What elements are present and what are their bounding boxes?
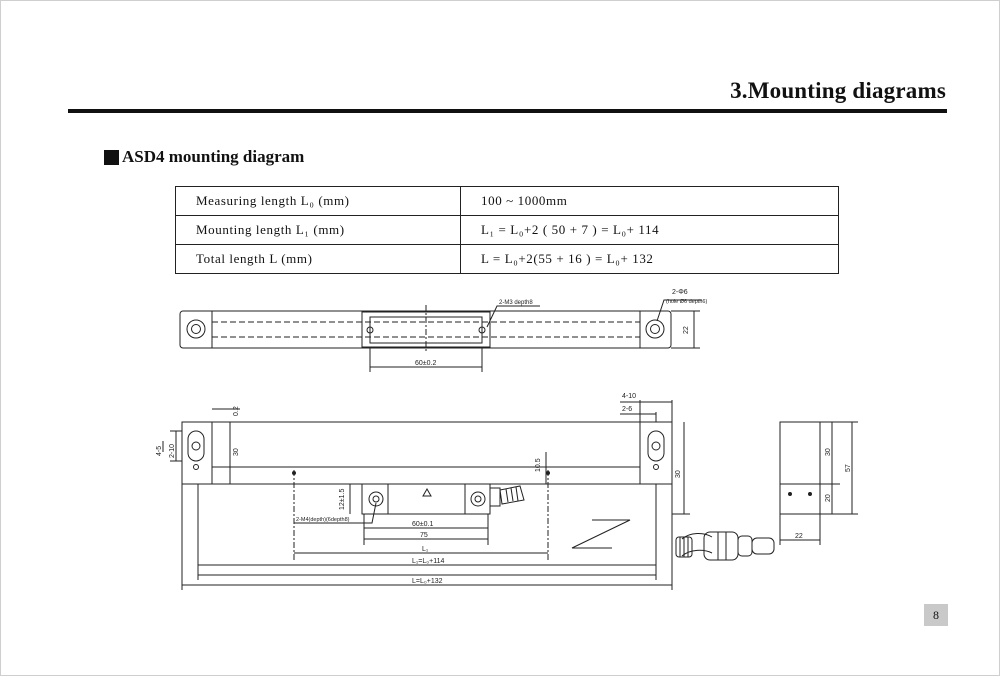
dim-label: 75	[420, 532, 428, 539]
title-rule	[68, 109, 947, 113]
table-row: Total length L (mm) L = L₀+2(55 + 16 ) =…	[175, 244, 839, 274]
dim-label: 22	[683, 326, 690, 334]
square-icon	[104, 149, 119, 165]
spec-label: Measuring length L₀ (mm)	[175, 186, 461, 216]
dim-label: 2-M4(depth)(6depth8)	[296, 517, 350, 523]
dim-label: 4-5	[156, 446, 163, 456]
side-view	[779, 421, 858, 545]
dim-label: 30	[825, 448, 832, 456]
spec-label: Mounting length L₁ (mm)	[175, 215, 461, 245]
dim-label: 57	[845, 464, 852, 472]
dim-label: 2-10	[169, 444, 176, 458]
dim-label: 20	[825, 494, 832, 502]
dim-label: 60±0.1	[412, 521, 433, 528]
dim-label: 0.2	[233, 406, 240, 416]
dim-label: L₁	[422, 546, 429, 553]
top-view	[179, 299, 702, 372]
spec-label: Total length L (mm)	[175, 244, 461, 274]
dim-label: 2-M3 depth8	[499, 300, 533, 306]
scale-body	[181, 421, 673, 485]
mount-hole	[645, 319, 665, 339]
dim-label: 2-Φ6	[672, 289, 688, 296]
slot-hole	[647, 430, 665, 462]
table-row: Measuring length L₀ (mm) 100 ~ 1000mm	[175, 186, 839, 216]
slot-hole	[187, 430, 205, 462]
specs-table: Measuring length L₀ (mm) 100 ~ 1000mm Mo…	[175, 186, 839, 274]
dim-label: L₁=L₀+114	[412, 558, 444, 565]
table-row: Mounting length L₁ (mm) L₁ = L₀+2 ( 50 +…	[175, 215, 839, 245]
dim-label: L=L₀+132	[412, 578, 443, 585]
section-heading: ASD4 mounting diagram	[104, 147, 304, 167]
dim-label: (hole Ø6 depth6)	[666, 299, 707, 305]
front-view	[162, 400, 690, 590]
dim-label: 12±1.5	[339, 489, 346, 510]
dim-label: 22	[795, 533, 803, 540]
dim-label: 2-6	[622, 406, 632, 413]
spec-value: L = L₀+2(55 + 16 ) = L₀+ 132	[460, 244, 839, 274]
page-number: 8	[924, 604, 948, 626]
dim-label: 60±0.2	[415, 360, 436, 367]
section-title: ASD4 mounting diagram	[122, 147, 305, 166]
spec-value: L₁ = L₀+2 ( 50 + 7 ) = L₀+ 114	[460, 215, 839, 245]
dim-label: 10.5	[535, 458, 542, 472]
dim-label: 30	[233, 448, 240, 456]
dim-label: 30	[675, 470, 682, 478]
dim-label: 4-10	[622, 393, 636, 400]
mount-hole	[186, 319, 206, 339]
cable-connector	[675, 531, 775, 561]
page-title: 3.Mounting diagrams	[730, 78, 946, 103]
